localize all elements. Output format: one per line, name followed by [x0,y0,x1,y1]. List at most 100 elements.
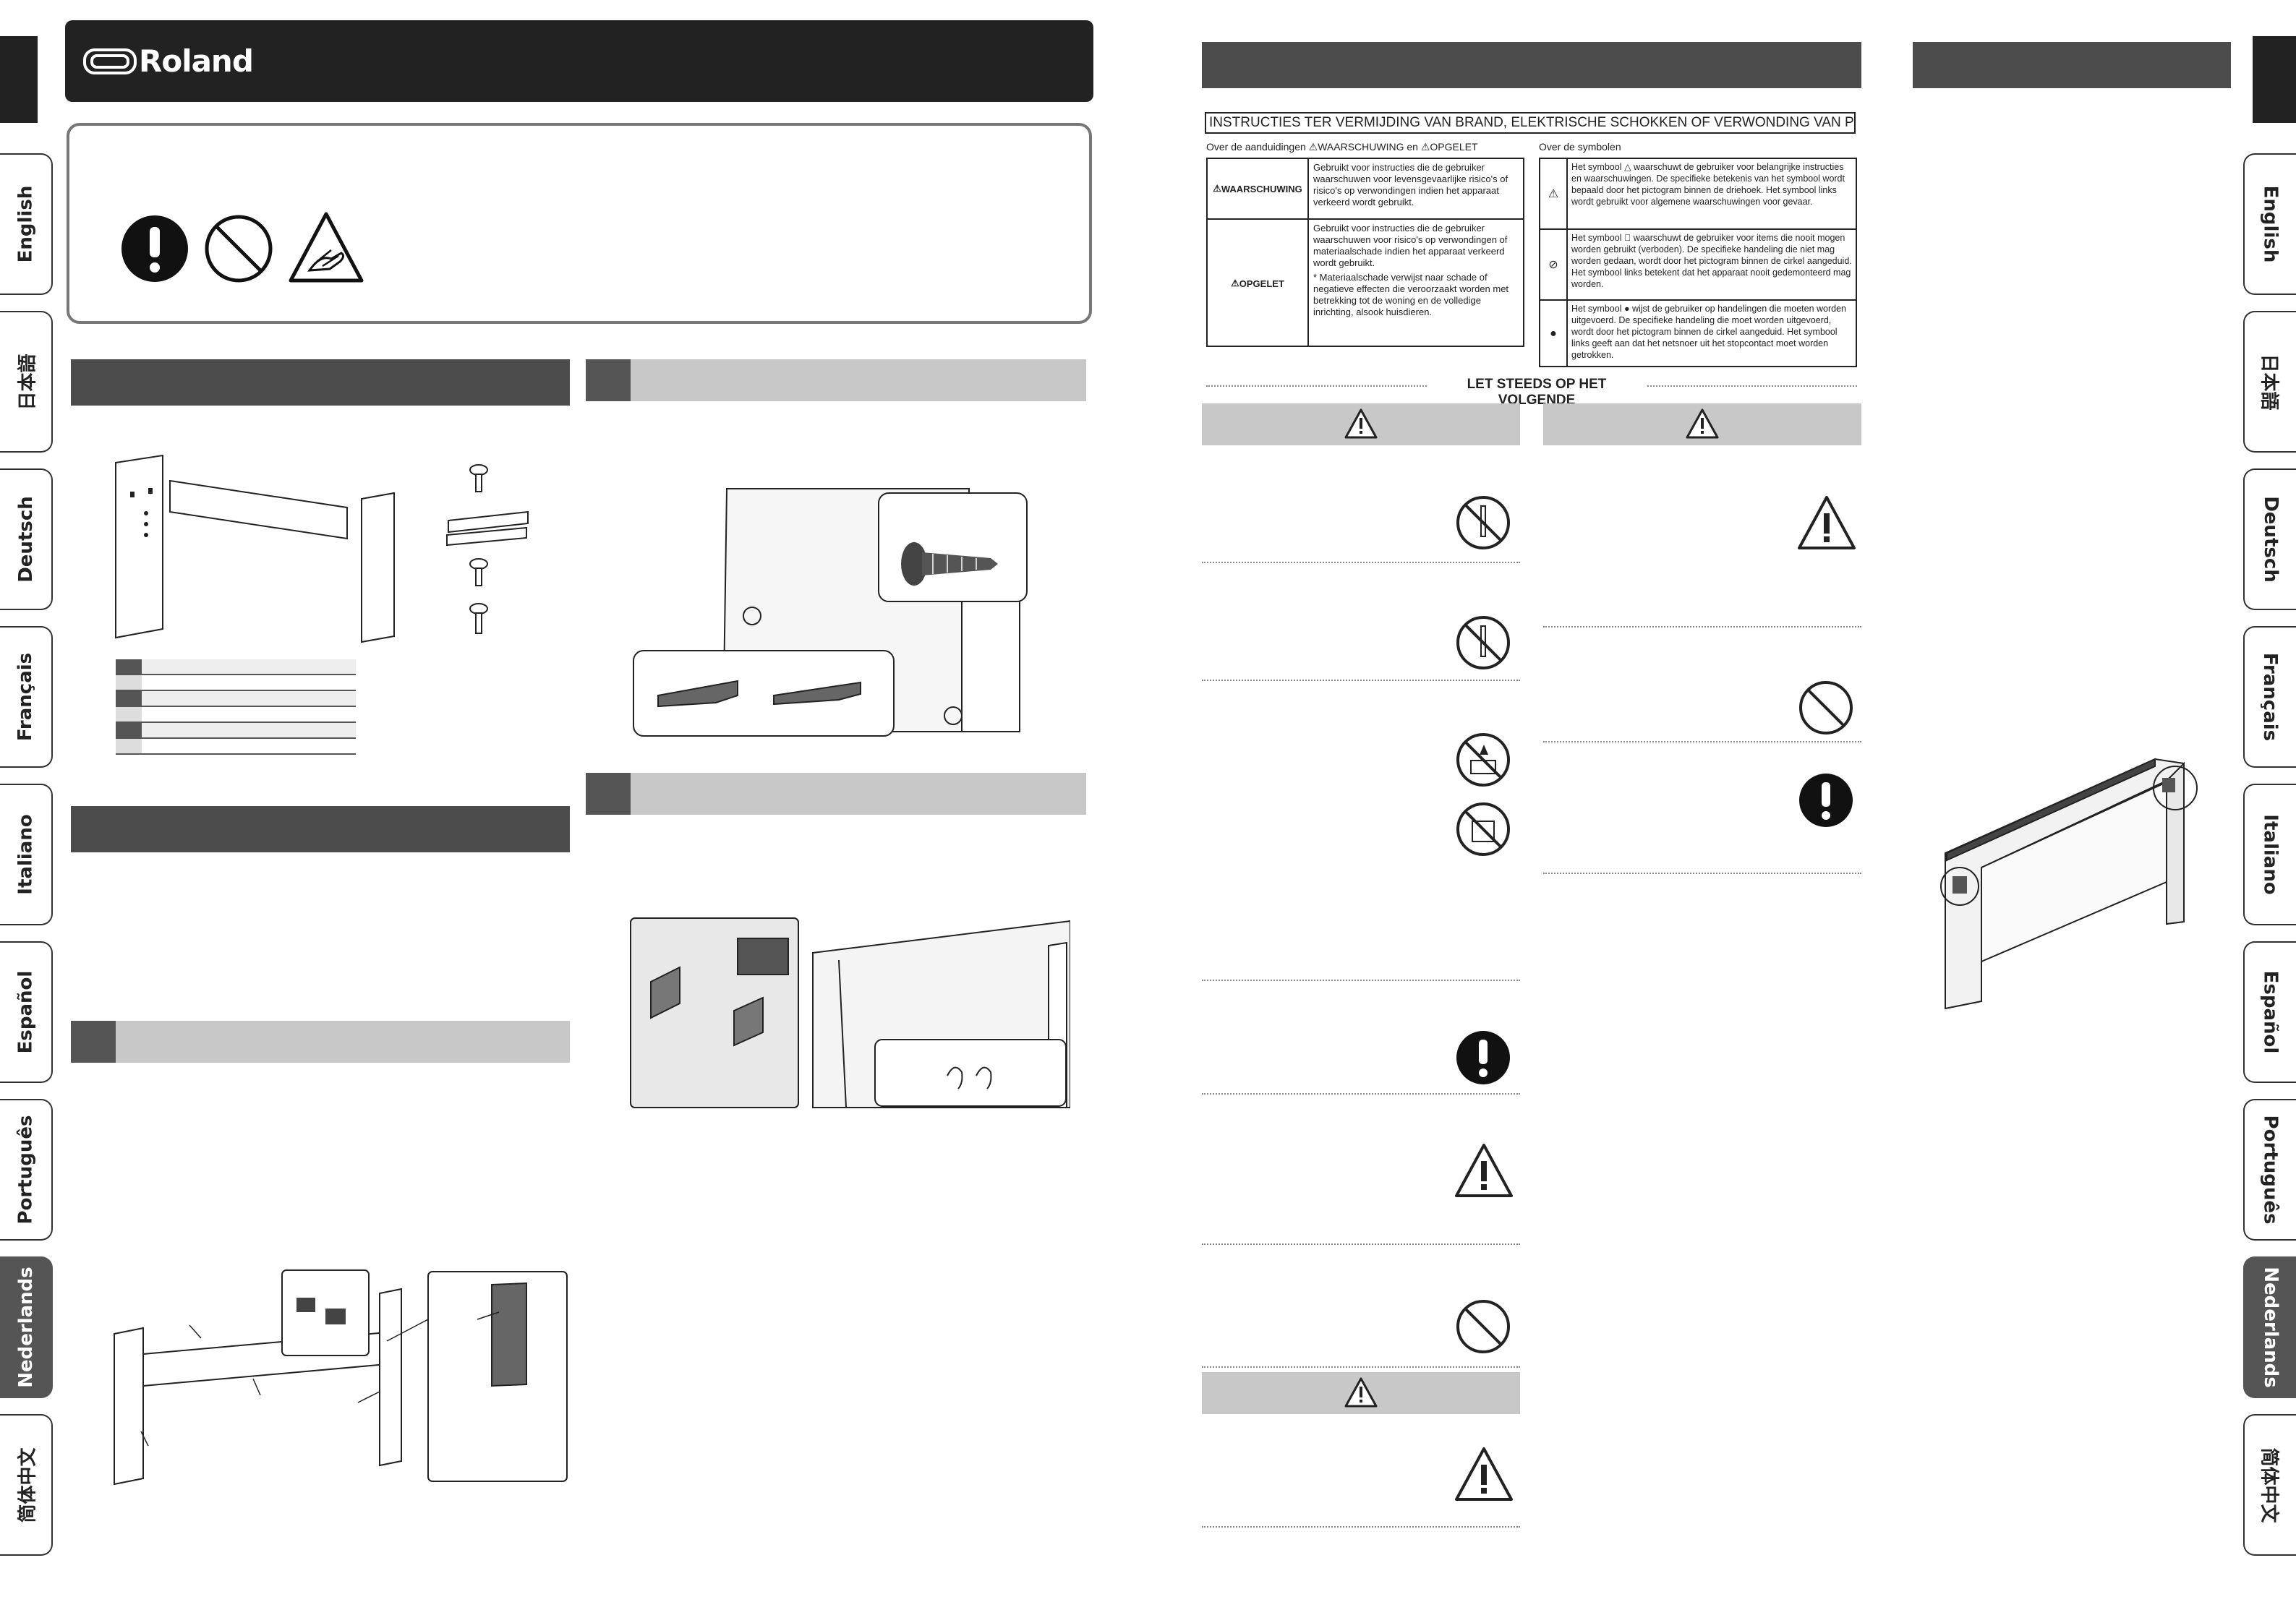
symbol3-desc: Het symbool ● wijst de gebruiker op hand… [1571,304,1846,360]
tab-label: English [2259,185,2282,263]
section-bar-assembly [71,806,570,852]
warning-triangle-icon [1455,1447,1513,1501]
tab-nederlands[interactable]: Nederlands [0,1256,53,1398]
tab-francais-right[interactable]: Français [2243,626,2296,768]
tab-japanese-right[interactable]: 日本語 [2243,311,2296,453]
left-black-tab [0,36,38,123]
no-water-icon [1456,733,1510,787]
no-disassemble-icon [1456,616,1510,669]
tab-english-right[interactable]: English [2243,153,2296,295]
page3-header-bar [1913,42,2231,88]
caution-desc: Gebruikt voor instructies die de gebruik… [1313,223,1508,268]
separator [1202,980,1520,981]
separator [1543,873,1861,874]
symbol2-desc: Het symbool ⃠ waarschuwt de gebruiker vo… [1571,233,1852,289]
indications-table: ⚠WAARSCHUWING Gebruikt voor instructies … [1206,158,1524,347]
tab-francais[interactable]: Français [0,626,53,768]
tab-deutsch[interactable]: Deutsch [0,468,53,610]
separator [1202,1366,1520,1368]
separator [1543,626,1861,628]
step-bar-1 [71,1021,570,1063]
tab-chinese-right[interactable]: 简体中文 [2243,1414,2296,1556]
assembly-step3-illustration [630,917,1070,1108]
tab-label: Nederlands [2259,1267,2282,1388]
unplug-icon: ● [1540,301,1568,367]
tab-portugues-right[interactable]: Português [2243,1099,2296,1241]
tab-label: 日本語 [17,353,39,411]
hand-pinch-icon [289,212,364,283]
safety-heading: INSTRUCTIES TER VERMIJDING VAN BRAND, EL… [1205,112,1856,134]
warning-column-header-left [1202,403,1520,445]
mandatory-icon [1799,774,1853,827]
separator [1202,1526,1520,1528]
caution-label-cell: ⚠OPGELET [1208,220,1309,347]
separator [1202,1243,1520,1245]
tab-label: Italiano [2259,814,2282,895]
symbol-info-box [67,123,1092,324]
no-disassemble-icon: ⊘ [1540,230,1568,299]
tab-label: Français [2259,652,2282,742]
warning-triangle-icon: ⚠ [1420,141,1430,153]
prohibited-icon [1456,1300,1510,1353]
warning-triangle-icon: ⚠ [1308,141,1318,153]
screw-icon [446,464,529,634]
roland-logo-text: Roland [139,43,254,79]
warning-triangle-icon [1798,496,1856,549]
symbol1-desc: Het symbool △ waarschuwt de gebruiker vo… [1571,162,1845,207]
tab-deutsch-right[interactable]: Deutsch [2243,468,2296,610]
warning-desc: Gebruikt voor instructies die de gebruik… [1313,162,1508,207]
tab-label: 简体中文 [17,1447,39,1523]
no-disassemble-icon [1456,496,1510,549]
tab-italiano-right[interactable]: Italiano [2243,784,2296,925]
tab-nederlands-right[interactable]: Nederlands [2243,1256,2296,1398]
tab-espanol[interactable]: Español [0,941,53,1083]
warning-column-header-right [1543,403,1861,445]
parts-table [116,659,356,755]
assembly-step2-illustration [633,488,1028,737]
tab-espanol-right[interactable]: Español [2243,941,2296,1083]
tab-portugues[interactable]: Português [0,1099,53,1241]
tab-label: Deutsch [14,496,37,583]
warning-triangle-icon: ⚠ [1540,159,1568,228]
caution-note: * Materiaalschade verwijst naar schade o… [1313,272,1509,317]
screw-icon [901,542,998,586]
separator [1202,680,1520,681]
tab-english[interactable]: English [0,153,53,295]
stand-illustration [1940,758,2198,1010]
roland-logo: Roland [82,43,254,79]
mandatory-icon [121,215,188,282]
tab-label: Português [2259,1115,2282,1225]
tab-label: Italiano [14,814,37,895]
tab-japanese[interactable]: 日本語 [0,311,53,453]
tab-chinese[interactable]: 简体中文 [0,1414,53,1556]
mandatory-icon [1456,1031,1510,1084]
tab-italiano[interactable]: Italiano [0,784,53,925]
tab-label: 简体中文 [2258,1447,2280,1523]
warning-triangle-icon [1455,1144,1513,1197]
warning-triangle-icon [1344,408,1378,439]
warning-triangle-icon [1686,408,1719,439]
tab-label: Français [14,652,37,742]
separator [1543,741,1861,742]
no-water-icon [1456,802,1510,856]
roland-header-bar: Roland [65,20,1093,102]
separator [1202,1093,1520,1095]
parts-illustration [115,454,529,643]
caution-column-header [1202,1372,1520,1414]
symbols-label: Over de symbolen [1539,141,1621,153]
tab-label: Nederlands [14,1267,37,1388]
step-bar-2 [586,359,1086,401]
section-bar-parts [71,359,570,406]
separator [1202,562,1520,563]
indications-label: Over de aanduidingen ⚠WAARSCHUWING en ⚠O… [1206,141,1478,153]
tab-label: Deutsch [2259,496,2282,583]
prohibited-icon [205,215,273,283]
warning-triangle-icon [1344,1377,1378,1408]
page2-header-bar [1202,42,1861,88]
symbols-table: ⚠ Het symbool △ waarschuwt de gebruiker … [1539,158,1857,367]
warning-label-cell: ⚠WAARSCHUWING [1208,159,1309,218]
step-bar-3 [586,773,1086,815]
hands-icon [947,1066,992,1089]
right-black-tab [2253,36,2296,123]
tab-label: Español [2259,970,2282,1054]
